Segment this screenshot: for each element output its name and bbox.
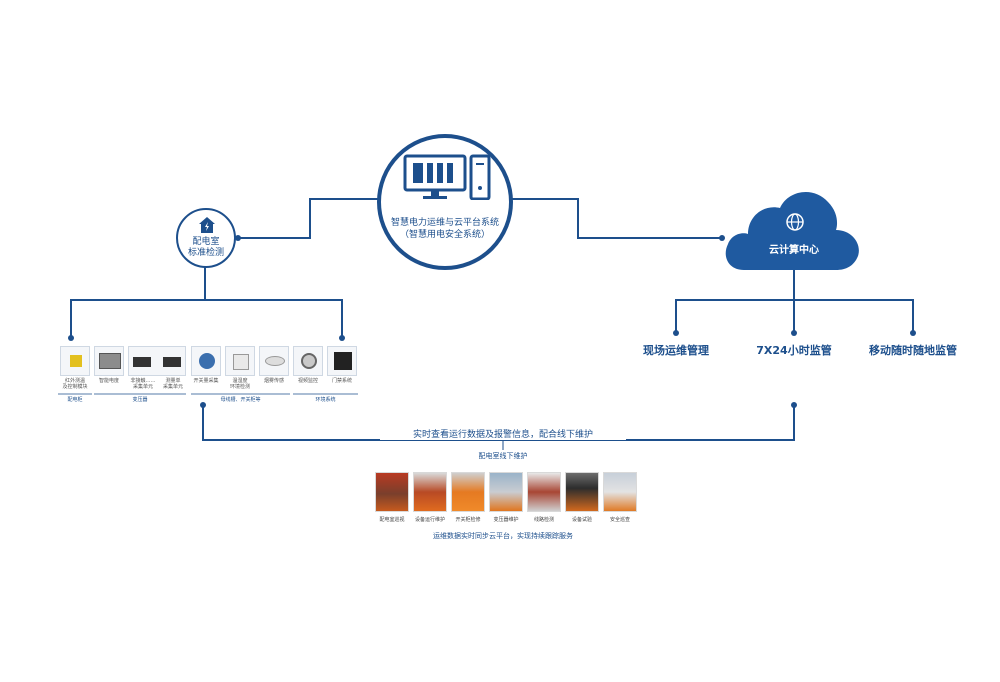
center-subtitle: （智慧用电安全系统） xyxy=(399,230,490,240)
device-group-label: 配电柜 xyxy=(67,397,83,403)
device-item xyxy=(60,346,90,376)
distribution-room-node: 配电室 标准检测 xyxy=(176,208,236,268)
footer-text: 运维数据实时同步云平台，实现持续跟踪服务 xyxy=(433,532,573,540)
maintenance-photo xyxy=(527,472,561,512)
device-label: 智能电度 xyxy=(98,378,119,384)
globe-icon xyxy=(786,213,804,231)
device-label: 视频监控 xyxy=(297,378,318,384)
meter-icon xyxy=(99,353,121,369)
device-label: 红外测温 xyxy=(64,378,85,384)
cloud-label: 云计算中心 xyxy=(769,245,819,256)
device-label: 门禁系统 xyxy=(331,378,352,384)
left-node-label-2: 标准检测 xyxy=(187,248,224,258)
switch-icon xyxy=(199,353,215,369)
device-label: 测量单 xyxy=(165,378,181,384)
cloud-computing-center xyxy=(725,191,859,270)
center-system-node: 智慧电力运维与云平台系统 （智慧用电安全系统） xyxy=(377,134,513,270)
maintenance-photo xyxy=(565,472,599,512)
sensor-icon xyxy=(70,355,82,367)
device-item xyxy=(327,346,357,376)
device-group-label: 变压器 xyxy=(132,397,148,403)
collector-icon xyxy=(163,357,181,367)
device-item xyxy=(94,346,124,376)
service-mobile: 移动随时随地监管 xyxy=(869,344,957,357)
camera-icon xyxy=(301,353,317,369)
bottom-bar-text: 实时查看运行数据及报警信息，配合线下维护 xyxy=(380,427,626,440)
center-title: 智慧电力运维与云平台系统 xyxy=(390,218,499,228)
device-group-lines xyxy=(58,393,358,395)
device-group-label: 环境系统 xyxy=(315,397,336,403)
photo-caption: 变压器维护 xyxy=(493,517,519,523)
maintenance-photo xyxy=(603,472,637,512)
computer-monitor-icon xyxy=(403,154,491,200)
photo-caption: 配电室巡视 xyxy=(379,517,405,523)
maintenance-photo xyxy=(489,472,523,512)
device-label: 非接触…… xyxy=(130,378,156,384)
smoke-icon xyxy=(265,356,285,366)
device-label: 温湿度 xyxy=(232,378,248,384)
photo-caption: 线路检测 xyxy=(533,517,554,523)
photo-caption: 设备运行维护 xyxy=(414,517,445,523)
access-icon xyxy=(334,352,352,370)
device-label: 烟雾传感 xyxy=(263,378,284,384)
house-lightning-icon xyxy=(199,217,215,233)
device-group-label: 母线槽、开关柜等 xyxy=(220,397,261,403)
maintenance-photo xyxy=(375,472,409,512)
device-item xyxy=(225,346,255,376)
photo-caption: 开关柜检修 xyxy=(455,517,481,523)
left-node-label-1: 配电室 xyxy=(192,237,220,247)
device-label: 环境检测 xyxy=(229,384,250,390)
device-item xyxy=(128,346,186,376)
collector-icon xyxy=(133,357,151,367)
device-item xyxy=(293,346,323,376)
offline-title: 配电室线下维护 xyxy=(478,452,528,460)
photo-caption: 安全巡查 xyxy=(609,517,630,523)
maintenance-photo xyxy=(413,472,447,512)
maintenance-photo xyxy=(451,472,485,512)
device-item xyxy=(191,346,221,376)
service-247: 7X24小时监管 xyxy=(756,344,832,357)
device-label: 及控制模块 xyxy=(62,384,88,390)
device-item xyxy=(259,346,289,376)
device-label: 采集单元 xyxy=(162,384,183,390)
service-onsite: 现场运维管理 xyxy=(643,344,709,357)
device-label: 采集单元 xyxy=(132,384,153,390)
photo-caption: 设备试验 xyxy=(571,517,592,523)
humidity-icon xyxy=(233,354,249,370)
device-label: 开关量采集 xyxy=(193,378,219,384)
